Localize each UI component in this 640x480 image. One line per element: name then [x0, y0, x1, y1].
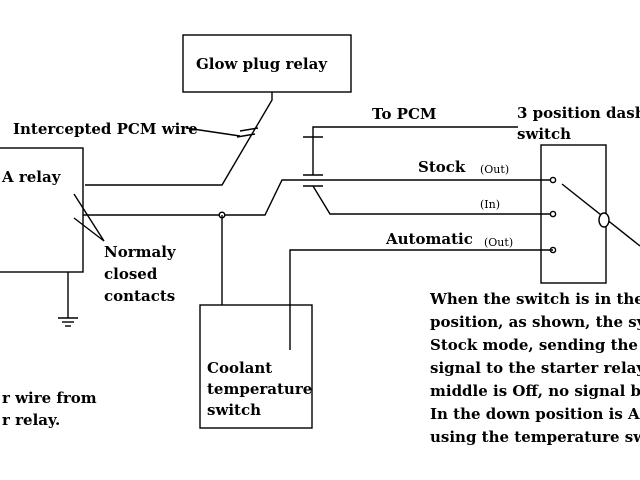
stock-label: Stock	[418, 158, 466, 176]
description-line-7: using the temperature switc	[430, 428, 640, 446]
wire-from-label-1: r wire from	[2, 389, 97, 407]
coolant-label-3: switch	[207, 401, 261, 419]
glow-plug-relay-label: Glow plug relay	[196, 55, 328, 73]
wire-from-label-2: r relay.	[2, 411, 60, 429]
switch-terminal-stock	[549, 176, 557, 184]
glow-plug-wire	[85, 92, 273, 186]
to-pcm-label: To PCM	[372, 105, 437, 123]
normaly-closed-label-2: closed	[104, 265, 158, 283]
normaly-closed-label-1: Normaly	[104, 243, 177, 261]
stock-out-label: (Out)	[480, 163, 509, 176]
intercepted-pcm-wire-label: Intercepted PCM wire	[13, 120, 198, 138]
to-pcm-wire	[312, 126, 518, 137]
description-line-1: When the switch is in the do	[429, 290, 640, 308]
intercept-mark-1	[239, 127, 259, 132]
intercepted-wire-arrow	[185, 127, 241, 137]
coolant-switch-box	[199, 304, 313, 429]
description-line-5: middle is Off, no signal bei	[430, 382, 640, 400]
nc-pointer-2	[73, 217, 105, 242]
description-line-3: Stock mode, sending the PC	[430, 336, 640, 354]
switch-terminal-middle	[549, 210, 557, 218]
coolant-label-1: Coolant	[207, 359, 272, 377]
nc-pointer-1	[73, 193, 105, 242]
description-line-2: position, as shown, the syste	[430, 313, 640, 331]
main-relay-wire	[83, 179, 553, 216]
description-line-4: signal to the starter relay. I	[430, 359, 640, 377]
switch-pivot	[598, 212, 610, 228]
relay-label: A relay	[1, 168, 62, 186]
relay-box	[0, 147, 84, 273]
automatic-label: Automatic	[385, 230, 473, 248]
normaly-closed-label-3: contacts	[104, 287, 175, 305]
automatic-out-label: (Out)	[484, 236, 513, 249]
coolant-label-2: temperature	[207, 380, 312, 398]
dash-switch-label-2: switch	[517, 125, 571, 143]
glow-plug-relay-box	[182, 34, 352, 93]
intercept-mark-2	[236, 133, 256, 138]
dash-switch-label-1: 3 position dash	[517, 104, 640, 122]
automatic-wire	[289, 249, 553, 350]
middle-in-label: (In)	[480, 198, 500, 211]
middle-position-wire	[312, 185, 553, 215]
description-line-6: In the down position is Au	[430, 405, 640, 423]
